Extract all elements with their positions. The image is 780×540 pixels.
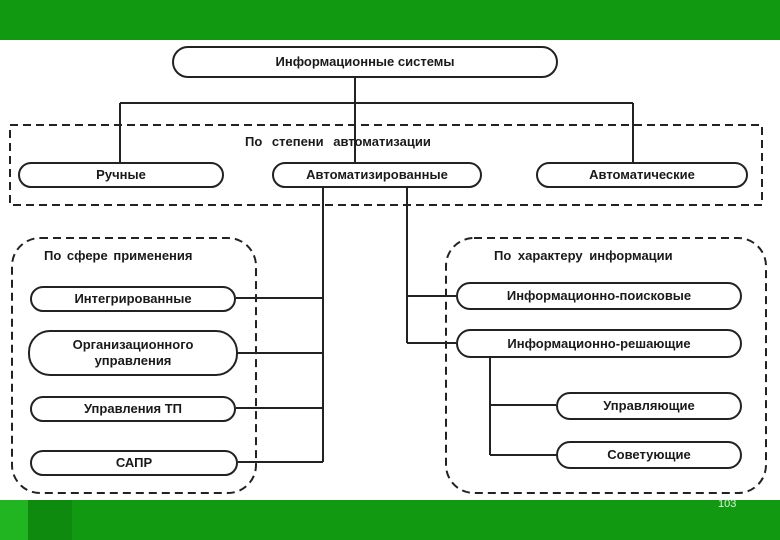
bottom-band-square <box>0 500 28 540</box>
integrated-node: Интегрированные <box>30 286 236 312</box>
application-group-label: По сфере применения <box>44 248 193 263</box>
info-solving-node: Информационно-решающие <box>456 329 742 358</box>
root-connectors <box>119 78 634 162</box>
bottom-band-square <box>28 500 72 540</box>
automatic-node: Автоматические <box>536 162 748 188</box>
automated-node: Автоматизированные <box>272 162 482 188</box>
information-group-frame <box>445 237 767 494</box>
controlling-node: Управляющие <box>556 392 742 420</box>
org-management-node: Организационного управления <box>28 330 238 376</box>
slide-number: 103 <box>718 498 737 510</box>
cad-node: САПР <box>30 450 238 476</box>
application-group-frame <box>11 237 257 494</box>
application-connectors <box>236 187 324 463</box>
process-control-node: Управления ТП <box>30 396 236 422</box>
manual-node: Ручные <box>18 162 224 188</box>
bottom-band <box>0 500 780 540</box>
info-search-node: Информационно-поисковые <box>456 282 742 310</box>
information-connectors <box>406 187 556 456</box>
root-node: Информационные системы <box>172 46 558 78</box>
advising-node: Советующие <box>556 441 742 469</box>
top-band <box>0 0 780 40</box>
information-group-label: По характеру информации <box>494 248 673 263</box>
automation-group-label: По степени автоматизации <box>245 134 431 149</box>
